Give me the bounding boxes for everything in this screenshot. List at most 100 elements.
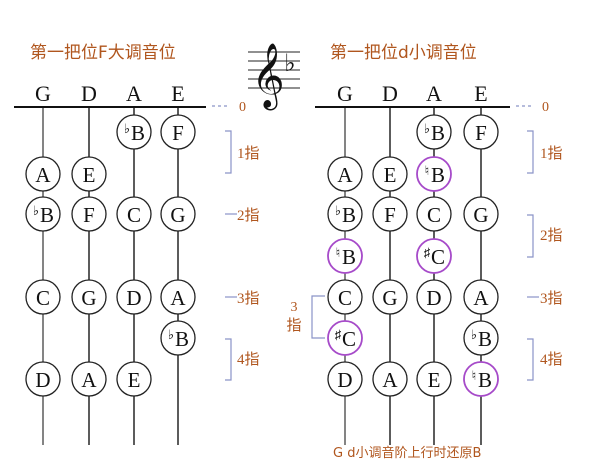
note-circle <box>25 361 61 397</box>
note-circle <box>116 279 152 315</box>
note-circle <box>160 279 196 315</box>
note-label: G <box>170 203 185 227</box>
string-name-E: E <box>171 81 184 106</box>
note-circle <box>71 279 107 315</box>
open-position-label: 0 <box>239 100 246 115</box>
note-label: C <box>338 286 352 310</box>
note-circle <box>327 156 363 192</box>
note-circle <box>160 114 196 150</box>
note-circle <box>327 320 363 356</box>
note-accidental: ♭ <box>424 121 430 136</box>
side-label-number: 3 <box>291 300 298 315</box>
note-circle <box>416 114 452 150</box>
note-label: F <box>475 121 487 145</box>
note-label: B <box>431 121 445 145</box>
string-name-G: G <box>337 81 353 106</box>
note-label: A <box>170 286 186 310</box>
note-circle <box>327 361 363 397</box>
finger-bracket <box>225 130 232 174</box>
flat-sign-icon: ♭ <box>284 51 295 77</box>
note-label: A <box>382 368 398 392</box>
note-circle <box>25 156 61 192</box>
note-label: F <box>384 203 396 227</box>
note-label: B <box>342 245 356 269</box>
note-label: A <box>81 368 97 392</box>
note-circle <box>327 279 363 315</box>
note-label: E <box>83 163 96 187</box>
note-label: F <box>172 121 184 145</box>
note-circle <box>116 114 152 150</box>
note-label: E <box>428 368 441 392</box>
note-label: C <box>127 203 141 227</box>
note-label: G <box>382 286 397 310</box>
note-circle <box>416 156 452 192</box>
note-label: A <box>35 163 51 187</box>
note-accidental: ♭ <box>168 327 174 342</box>
note-label: D <box>126 286 141 310</box>
note-circle <box>372 361 408 397</box>
note-label: D <box>35 368 50 392</box>
note-label: C <box>342 327 356 351</box>
string-name-A: A <box>426 81 442 106</box>
note-accidental: ♭ <box>471 327 477 342</box>
footer-caption: G d小调音阶上行时还原B <box>333 446 482 461</box>
string-name-D: D <box>382 81 398 106</box>
finger-bracket <box>527 130 534 174</box>
note-circle <box>372 279 408 315</box>
note-circle <box>71 156 107 192</box>
finger-label: 4指 <box>540 351 563 368</box>
note-circle <box>416 361 452 397</box>
finger-label: 1指 <box>237 145 260 162</box>
finger-bracket <box>527 214 534 258</box>
finger-label: 4指 <box>237 351 260 368</box>
note-circle <box>327 196 363 232</box>
note-label: F <box>83 203 95 227</box>
note-label: B <box>342 203 356 227</box>
note-circle <box>463 320 499 356</box>
note-circle <box>160 196 196 232</box>
string-name-E: E <box>474 81 487 106</box>
note-accidental: ♮ <box>425 163 430 178</box>
string-name-D: D <box>81 81 97 106</box>
note-circle <box>71 361 107 397</box>
note-circle <box>327 238 363 274</box>
note-accidental: ♭ <box>33 203 39 218</box>
note-circle <box>416 238 452 274</box>
note-circle <box>372 196 408 232</box>
finger-bracket <box>225 338 232 381</box>
note-label: D <box>337 368 352 392</box>
finger-label: 3指 <box>540 290 563 307</box>
note-circle <box>25 279 61 315</box>
note-label: B <box>175 327 189 351</box>
note-label: B <box>478 368 492 392</box>
note-label: B <box>40 203 54 227</box>
open-position-label: 0 <box>542 100 549 115</box>
note-circle <box>416 196 452 232</box>
note-label: A <box>473 286 489 310</box>
note-circle <box>463 279 499 315</box>
note-label: C <box>427 203 441 227</box>
note-label: B <box>478 327 492 351</box>
note-label: G <box>473 203 488 227</box>
string-name-G: G <box>35 81 51 106</box>
note-circle <box>463 361 499 397</box>
note-label: D <box>426 286 441 310</box>
note-circle <box>116 361 152 397</box>
note-accidental: ♯ <box>335 327 342 342</box>
note-label: C <box>431 245 445 269</box>
note-accidental: ♭ <box>335 203 341 218</box>
finger-label: 3指 <box>237 290 260 307</box>
note-circle <box>160 320 196 356</box>
finger-label: 2指 <box>237 207 260 224</box>
finger-label: 2指 <box>540 227 563 244</box>
note-circle <box>116 196 152 232</box>
note-label: E <box>384 163 397 187</box>
side-bracket <box>311 295 325 339</box>
note-circle <box>25 196 61 232</box>
note-circle <box>463 114 499 150</box>
note-label: A <box>337 163 353 187</box>
finger-bracket <box>527 338 534 381</box>
treble-clef-icon: 𝄞 <box>251 43 284 110</box>
